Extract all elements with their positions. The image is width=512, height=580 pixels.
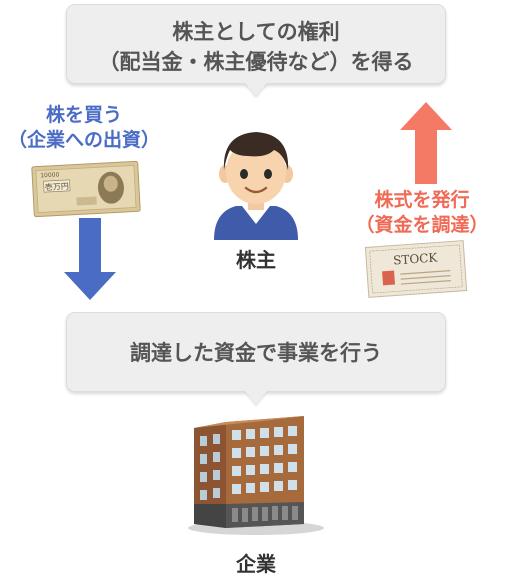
- banknote-denomination: 壱万円: [45, 181, 69, 192]
- buy-shares-line2: （企業への出資）: [7, 129, 160, 151]
- speech-tail: [245, 391, 267, 404]
- shareholder-rights-box: 株主としての権利 （配当金・株主優待など）を得る: [66, 4, 446, 96]
- banknote-serial: 10000: [40, 171, 60, 179]
- up-arrow-icon: [400, 102, 452, 184]
- issue-shares-label: 株式を発行 （資金を調達）: [332, 188, 512, 238]
- shareholder-rights-line2: （配当金・株主優待など）を得る: [98, 50, 414, 74]
- stock-certificate-icon: STOCK: [364, 240, 468, 299]
- stock-certificate-text: STOCK: [393, 250, 439, 267]
- buy-shares-label: 株を買う （企業への出資）: [0, 103, 168, 153]
- buy-shares-line1: 株を買う: [45, 104, 122, 126]
- shareholder-rights-line1: 株主としての権利: [172, 20, 340, 44]
- company-label: 企業: [236, 552, 276, 576]
- business-operations-text: 調達した資金で事業を行う: [130, 341, 382, 365]
- down-arrow-icon: [64, 218, 116, 300]
- company-building-icon: [186, 416, 326, 536]
- banknote-icon: 壱万円 10000: [31, 160, 142, 218]
- issue-shares-line1: 株式を発行: [374, 189, 470, 211]
- shareholder-avatar-icon: [196, 120, 316, 240]
- business-operations-box: 調達した資金で事業を行う: [66, 312, 446, 404]
- issue-shares-line2: （資金を調達）: [355, 214, 489, 236]
- speech-tail: [245, 83, 267, 96]
- shareholder-label: 株主: [236, 248, 276, 272]
